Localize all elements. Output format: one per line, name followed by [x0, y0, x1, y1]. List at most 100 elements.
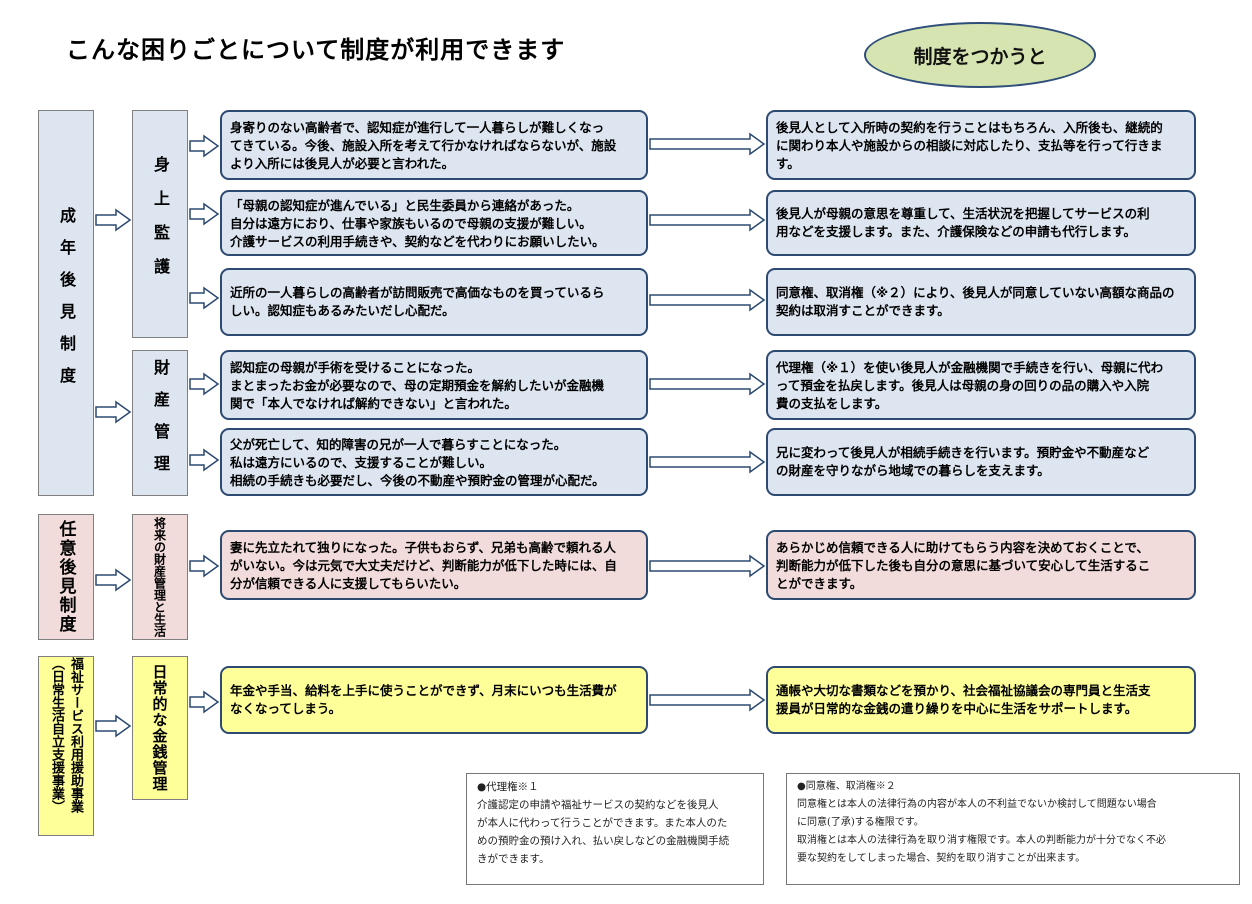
solution-line: 契約は取消すことができます。 [776, 303, 950, 318]
note-line: が本人に代わって行うことができます。また本人のた [477, 817, 728, 829]
problem-line: 相続の手続きも必要だし、今後の不動産や預貯金の管理が心配だ。 [230, 473, 605, 488]
problem-line: がいない。今は元気で大丈夫だけど、判断能力が低下した時には、自 [230, 558, 617, 573]
solution-line: 兄に変わって後見人が相続手続きを行います。預貯金や不動産など [776, 445, 1150, 460]
problem-line: なくなってしまう。 [230, 701, 342, 716]
problem-box: 妻に先立たれて独りになった。子供もおらず、兄弟も高齢で頼れる人 がいない。今は元… [220, 530, 648, 600]
problem-line: 年金や手当、給料を上手に使うことができず、月末にいつも生活費が [230, 683, 617, 698]
subcategory-arrow [189, 286, 220, 310]
subcategory-arrow [189, 554, 220, 578]
solution-line: の財産を守りながら地域での暮らしを支えます。 [776, 463, 1050, 478]
solution-line: す。 [776, 156, 800, 171]
subcategory-arrow [189, 690, 220, 714]
solution-line: 後見人が母親の意思を尊重して、生活状況を把握してサービスの利 [776, 206, 1150, 221]
solution-line: 費の支払をします。 [776, 396, 888, 411]
problem-line: てきている。今後、施設入所を考えて行かなければならないが、施設 [230, 138, 617, 153]
category-arrow [95, 400, 132, 424]
problem-box: 身寄りのない高齢者で、認知症が進行して一人暮らしが難しくなっ てきている。今後、… [220, 110, 648, 180]
solution-line: とができます。 [776, 576, 863, 591]
problem-box: 「母親の認知症が進んでいる」と民生委員から連絡があった。 自分は遠方におり、仕事… [220, 190, 648, 256]
subcategory-arrow [189, 202, 220, 226]
header-badge: 制度をつかうと [864, 22, 1096, 88]
subcategory-personal-care-label: 身上監護 [151, 156, 170, 292]
problem-line: 「母親の認知症が進んでいる」と民生委員から連絡があった。 [230, 198, 580, 213]
solution-arrow [649, 554, 766, 578]
header-badge-label: 制度をつかうと [913, 45, 1047, 68]
problem-line: 妻に先立たれて独りになった。子供もおらず、兄弟も高齢で頼れる人 [230, 540, 617, 555]
note-line: めの預貯金の預け入れ、払い戻しなどの金融機関手続 [477, 835, 730, 847]
solution-line: 用などを支援します。また、介護保険などの申請も代行します。 [776, 224, 1137, 239]
note-line: 介護認定の申請や福祉サービスの契約などを後見人 [477, 799, 719, 811]
problem-line: まとまったお金が必要なので、母の定期預金を解約したいが金融機 [230, 378, 605, 393]
problem-line: 介護サービスの利用手続きや、契約などを代わりにお願いしたい。 [230, 234, 605, 249]
category-guardianship-label: 成年後見制度 [57, 207, 76, 399]
note-line: きができます。 [477, 853, 550, 865]
solution-box: あらかじめ信頼できる人に助けてもらう内容を決めておくことで、 判断能力が低下した… [766, 530, 1196, 600]
category-daily-support-line2: （日常生活自立支援事業） [49, 657, 64, 813]
subcategory-arrow [189, 134, 220, 158]
problem-box: 年金や手当、給料を上手に使うことができず、月末にいつも生活費が なくなってしまう… [220, 666, 648, 734]
problem-line: しい。認知症もあるみたいだし心配だ。 [230, 303, 455, 318]
problem-line: 認知症の母親が手術を受けることになった。 [230, 360, 481, 375]
category-arrow [95, 714, 132, 738]
category-daily-support-label: 福祉サービス利用援助事業 （日常生活自立支援事業） [47, 657, 85, 835]
solution-line: あらかじめ信頼できる人に助けてもらう内容を決めておくことで、 [776, 540, 1149, 555]
problem-box: 認知症の母親が手術を受けることになった。 まとまったお金が必要なので、母の定期預… [220, 350, 648, 420]
solution-box: 後見人が母親の意思を尊重して、生活状況を把握してサービスの利 用などを支援します… [766, 190, 1196, 256]
note-proxy-right: ●代理権※１ 介護認定の申請や福祉サービスの契約などを後見人 が本人に代わって行… [466, 773, 764, 885]
problem-line: 私は遠方にいるので、支援することが難しい。 [230, 455, 493, 470]
subcategory-daily-money: 日常的な金銭管理 [132, 656, 188, 800]
solution-arrow [649, 132, 766, 156]
solution-arrow [649, 450, 766, 474]
subcategory-arrow [189, 448, 220, 472]
solution-line: 後見人として入所時の契約を行うことはもちろん、入所後も、継続的 [776, 120, 1163, 135]
subcategory-asset-management-label: 財産管理 [151, 359, 170, 487]
problem-line: 父が死亡して、知的障害の兄が一人で暮らすことになった。 [230, 437, 567, 452]
solution-line: って預金を払戻します。後見人は母親の身の回りの品の購入や入院 [776, 378, 1150, 393]
solution-line: 援員が日常的な金銭の遣り繰りを中心に生活をサポートします。 [776, 701, 1138, 716]
solution-line: に関わり本人や施設からの相談に対応したり、支払等を行って行きま [776, 138, 1163, 153]
subcategory-future-line1: 将来の財産管理 [152, 517, 167, 601]
solution-line: 判断能力が低下した後も自分の意思に基づいて安心して生活するこ [776, 558, 1151, 573]
problem-line: より入所には後見人が必要と言われた。 [230, 156, 455, 171]
category-voluntary: 任意後見制度 [38, 514, 94, 640]
problem-line: 身寄りのない高齢者で、認知症が進行して一人暮らしが難しくなっ [230, 120, 605, 135]
solution-line: 代理権（※１）を使い後見人が金融機関で手続きを行い、母親に代わ [776, 360, 1164, 375]
problem-box: 近所の一人暮らしの高齢者が訪問販売で高価なものを買っているら しい。認知症もある… [220, 268, 648, 336]
solution-box: 兄に変わって後見人が相続手続きを行います。預貯金や不動産など の財産を守りながら… [766, 428, 1196, 496]
subcategory-daily-money-label: 日常的な金銭管理 [150, 664, 169, 792]
note-heading: ●代理権※１ [477, 781, 539, 793]
solution-arrow [649, 688, 766, 712]
category-voluntary-label: 任意後見制度 [55, 520, 76, 634]
problem-line: 分が信頼できる人に支援してもらいたい。 [230, 576, 467, 591]
note-line: 取消権とは本人の法律行為を取り消す権限です。本人の判断能力が十分でなく不必 [797, 835, 1166, 846]
category-daily-support: 福祉サービス利用援助事業 （日常生活自立支援事業） [38, 656, 94, 836]
note-line: に同意(了承)する権限です。 [797, 817, 924, 828]
subcategory-future: 将来の財産管理と生活 [132, 514, 188, 640]
subcategory-arrow [189, 372, 220, 396]
category-guardianship: 成年後見制度 [38, 110, 94, 496]
note-consent-cancel-right: ●同意権、取消権※２ 同意権とは本人の法律行為の内容が本人の不利益でないか検討し… [786, 773, 1240, 885]
category-arrow [95, 568, 132, 592]
problem-line: 関で「本人でなければ解約できない」と言われた。 [230, 396, 517, 411]
category-arrow [95, 208, 132, 232]
solution-arrow [649, 372, 766, 396]
solution-arrow [649, 208, 766, 232]
solution-box: 代理権（※１）を使い後見人が金融機関で手続きを行い、母親に代わ って預金を払戻し… [766, 350, 1196, 420]
subcategory-asset-management: 財産管理 [132, 350, 188, 496]
subcategory-future-label: 将来の財産管理と生活 [152, 517, 169, 637]
subcategory-personal-care: 身上監護 [132, 110, 188, 338]
solution-box: 同意権、取消権（※２）により、後見人が同意していない高額な商品の 契約は取消すこ… [766, 268, 1196, 336]
page-title: こんな困りごとについて制度が利用できます [66, 36, 566, 64]
note-line: 同意権とは本人の法律行為の内容が本人の不利益でないか検討して問題ない場合 [797, 799, 1157, 810]
problem-line: 自分は遠方におり、仕事や家族もいるので母親の支援が難しい。 [230, 216, 592, 231]
solution-arrow [649, 288, 766, 312]
note-line: 要な契約をしてしまった場合、契約を取り消すことが出来ます。 [797, 853, 1086, 864]
solution-box: 通帳や大切な書類などを預かり、社会福祉協議会の専門員と生活支 援員が日常的な金銭… [766, 666, 1196, 734]
category-daily-support-line1: 福祉サービス利用援助事業 [68, 657, 83, 813]
subcategory-future-line2: と生活 [152, 601, 167, 637]
problem-box: 父が死亡して、知的障害の兄が一人で暮らすことになった。 私は遠方にいるので、支援… [220, 428, 648, 496]
solution-line: 同意権、取消権（※２）により、後見人が同意していない高額な商品の [776, 285, 1175, 300]
solution-line: 通帳や大切な書類などを預かり、社会福祉協議会の専門員と生活支 [776, 683, 1151, 698]
problem-line: 近所の一人暮らしの高齢者が訪問販売で高価なものを買っているら [230, 285, 605, 300]
